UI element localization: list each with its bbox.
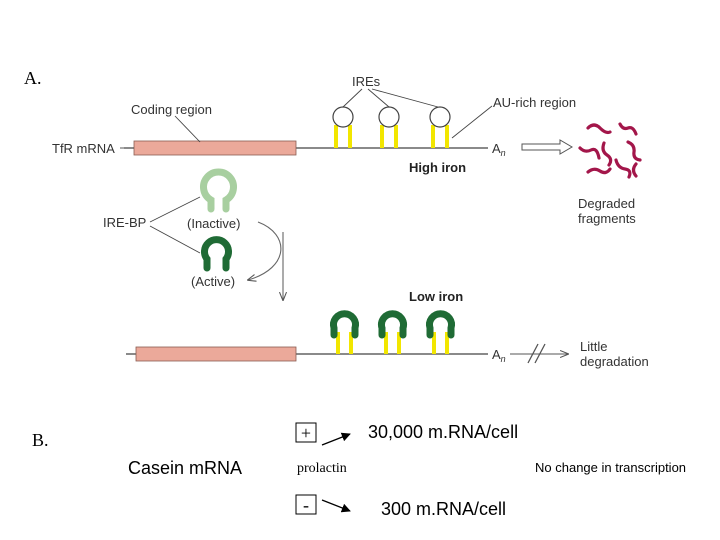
ire-stem-loop: [378, 106, 400, 148]
poly-a-top-a: A: [492, 141, 501, 156]
minus-sign: -: [303, 495, 309, 515]
ires-pointer: [371, 88, 439, 108]
ires-label: IREs: [352, 74, 381, 89]
inactive-ire-bp: [200, 168, 237, 213]
degraded-label-line2: fragments: [578, 211, 636, 226]
ire-bp-label: IRE-BP: [103, 215, 146, 230]
minus-box: [295, 494, 317, 515]
poly-a-top-n: n: [501, 148, 506, 158]
active-ire-bp: [201, 236, 232, 272]
result-high: 30,000 m.RNA/cell: [368, 422, 518, 442]
little-degradation-line2: degradation: [580, 354, 649, 369]
au-rich-pointer: [451, 105, 493, 139]
coding-region-pointer: [174, 115, 201, 143]
bound-ire: [330, 310, 359, 354]
casein-mrna-label: Casein mRNA: [128, 458, 242, 478]
fragment: [601, 141, 613, 167]
high-iron-label: High iron: [409, 160, 466, 175]
poly-a-top: An: [492, 141, 506, 158]
activation-arrow: [248, 221, 282, 280]
bound-ire: [426, 310, 455, 354]
degraded-fragments: [578, 122, 642, 179]
top-mrna: [120, 88, 573, 156]
panel-b-label: B.: [32, 430, 49, 450]
coding-region-bar-bottom: [135, 346, 297, 362]
low-iron-label: Low iron: [409, 289, 463, 304]
transcription-note: No change in transcription: [535, 460, 686, 475]
ires-pointer: [342, 88, 363, 108]
au-rich-label: AU-rich region: [493, 95, 576, 110]
poly-a-bottom-a: A: [492, 347, 501, 362]
fragment: [631, 162, 638, 178]
little-degradation-line1: Little: [580, 339, 607, 354]
ire-bp-pointer: [149, 225, 201, 254]
bound-ire: [378, 310, 407, 354]
block-mark: [527, 343, 539, 364]
fragment: [614, 158, 632, 179]
plus-sign: +: [301, 423, 311, 443]
plus-box: [295, 422, 317, 443]
ire-stem-loop: [429, 106, 451, 148]
poly-a-bottom-n: n: [501, 354, 506, 364]
coding-region-label: Coding region: [131, 102, 212, 117]
arrow-low: [321, 499, 351, 513]
poly-a-bottom: An: [492, 347, 506, 364]
ires-pointer: [367, 88, 390, 108]
panel-a-label: A.: [24, 68, 42, 88]
prolactin-label: prolactin: [297, 461, 347, 476]
ire-bp-pointer: [149, 196, 201, 223]
degradation-arrow: [521, 139, 573, 155]
bottom-mrna: [126, 310, 568, 364]
degraded-label-line1: Degraded: [578, 196, 635, 211]
result-low: 300 m.RNA/cell: [381, 499, 506, 519]
fragment: [578, 146, 601, 160]
inactive-label: (Inactive): [187, 216, 240, 231]
tfr-mrna-label: TfR mRNA: [52, 141, 115, 156]
arrow-high: [321, 432, 351, 446]
ire-stem-loop: [332, 106, 354, 148]
active-label: (Active): [191, 274, 235, 289]
fragment: [586, 123, 612, 135]
coding-region-bar-top: [133, 140, 297, 156]
block-mark: [534, 343, 546, 364]
fragment: [618, 122, 638, 136]
fragment: [586, 167, 612, 175]
fragment: [626, 140, 642, 162]
